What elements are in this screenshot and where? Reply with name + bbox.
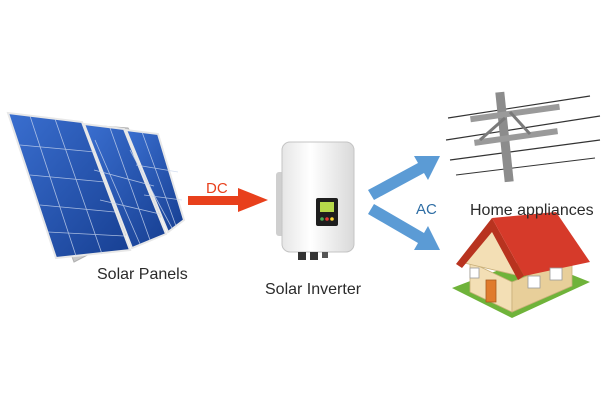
dc-arrow (188, 188, 268, 212)
ac-label: AC (416, 201, 437, 218)
ac-arrow-down (368, 204, 440, 250)
solar-inverter-label: Solar Inverter (265, 281, 362, 298)
house-icon (452, 212, 590, 318)
dc-label: DC (206, 180, 228, 197)
solar-panels-label: Solar Panels (97, 266, 188, 283)
solar-panel-icon (6, 111, 186, 263)
power-pole-icon (445, 91, 601, 183)
home-appliances-label: Home appliances (470, 202, 594, 219)
inverter-icon (276, 141, 355, 260)
ac-arrow-up (368, 156, 440, 200)
